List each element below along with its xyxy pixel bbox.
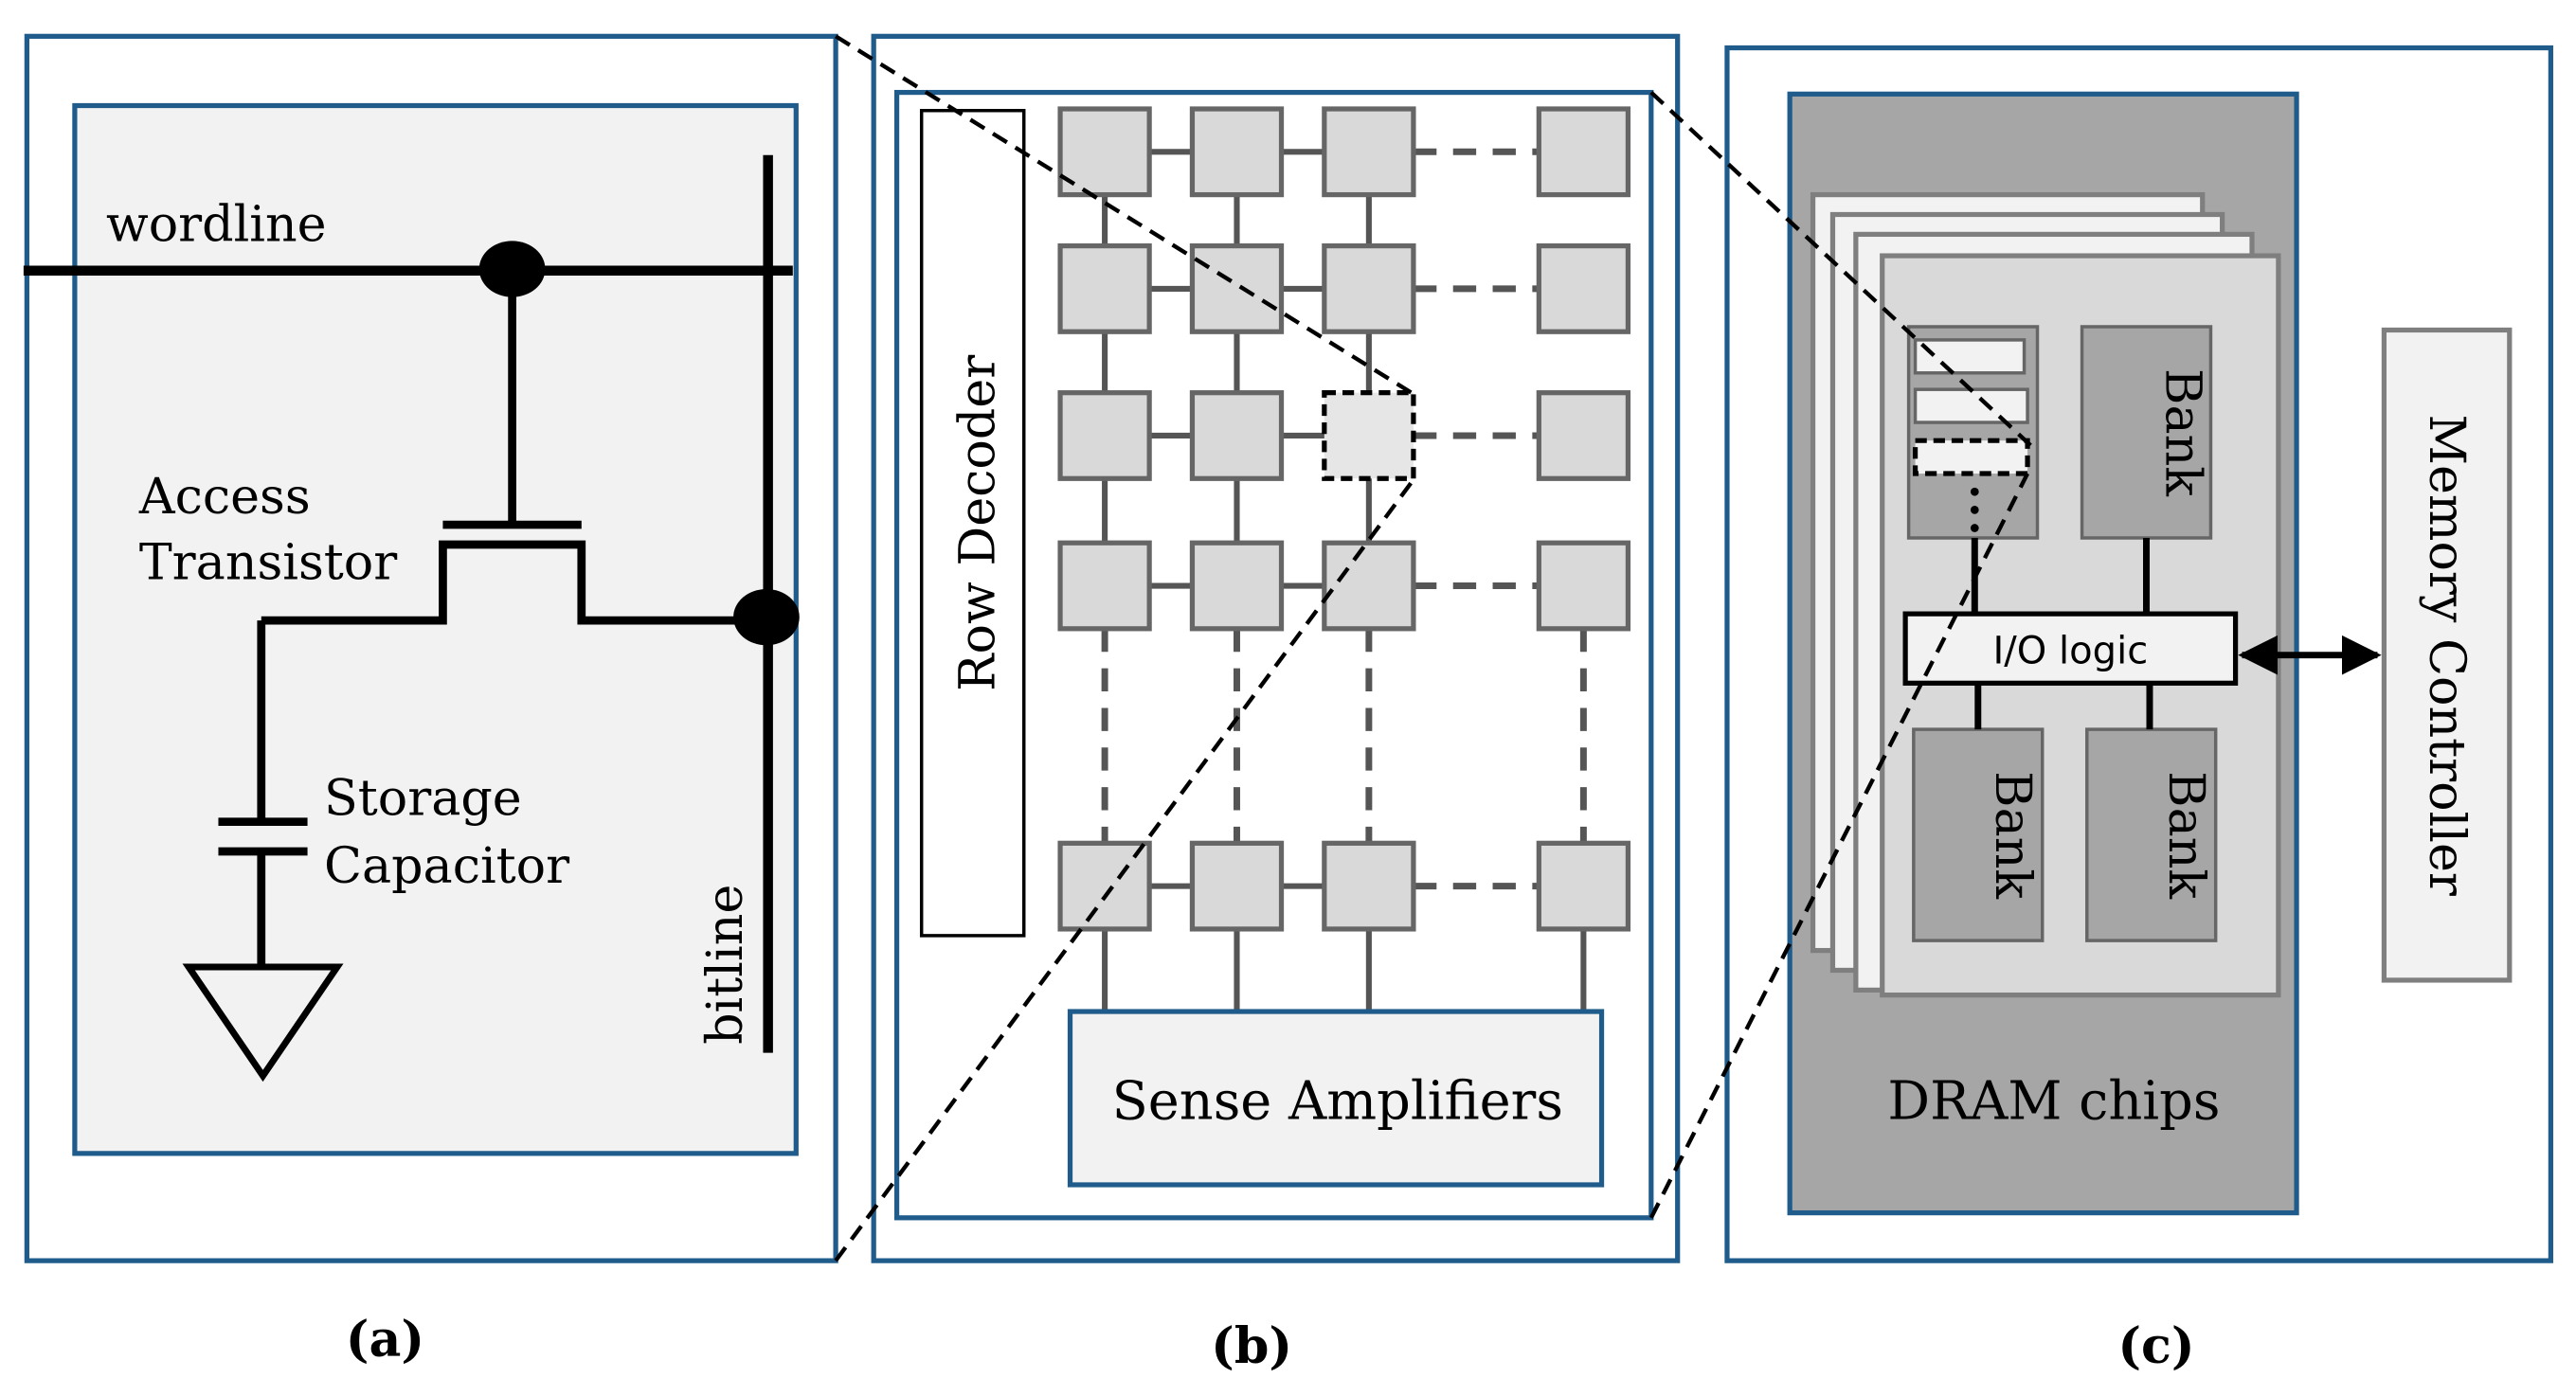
sense-amplifiers [1067,1009,1605,1188]
memory-controller [2381,327,2513,983]
dram-cell [1189,840,1285,932]
dram-cell [1057,106,1152,198]
subarray-2 [1913,387,2029,424]
ellipsis-dot [1970,506,1979,514]
capacitor-label-line1: Storage [324,770,522,828]
row-decoder-label: Row Decoder [948,355,1006,691]
ground-icon [182,963,344,1083]
sense-amplifiers-label: Sense Amplifiers [1112,1070,1563,1132]
dram-chips-label: DRAM chips [1887,1070,2220,1132]
zoom-lines [834,34,2033,1262]
transistor-icon [261,270,766,625]
wordline-junction [478,241,546,297]
panel-c: Bank Bank Bank I/O logic Memory Controll… [1724,45,2553,1375]
panel-a-caption: (a) [346,1311,424,1369]
bank-label: Bank [2153,368,2211,497]
dram-cell [1057,242,1152,334]
dram-cell [1536,840,1631,932]
transistor-label-line2: Transistor [139,534,397,592]
panel-a: wordline bitline Access Transistor Stora… [23,33,838,1369]
zoom-line [1648,473,2030,1219]
dram-cell [1322,106,1416,198]
io-logic-block [1902,611,2239,686]
dram-cell [1322,840,1416,932]
memory-controller-label: Memory Controller [2418,415,2476,896]
ellipsis-dot [1970,487,1979,496]
dram-cell [1189,106,1285,198]
zoom-line [1649,90,2033,448]
zoom-line [834,474,1419,1262]
bank-label: Bank [2157,771,2215,900]
transistor-label-line1: Access [138,468,311,526]
panel-c-caption: (c) [2117,1317,2194,1375]
row-decoder [919,108,1026,938]
dram-cell-highlighted [1322,390,1416,481]
capacitor-icon [218,620,308,967]
dram-cell [1536,242,1631,334]
zoom-line [834,34,1418,399]
dram-cell [1536,390,1631,481]
cell-array [1057,106,1631,1012]
panel-b: Row Decoder Sense Amplifiers (b) [871,33,1681,1375]
dram-cell [1322,242,1416,334]
bank-label: Bank [1984,771,2042,900]
dram-cell [1536,106,1631,198]
dram-cell [1057,540,1152,632]
capacitor-label-line2: Capacitor [324,837,569,895]
bitline-label: bitline [696,885,754,1045]
io-logic-label: I/O logic [1992,629,2148,672]
cell-circuit-area [72,102,799,1156]
bank-bottom-left [1912,727,2045,942]
dram-cell [1322,540,1416,632]
wordline-label: wordline [106,195,327,253]
subarray-highlight [1912,438,2030,476]
panel-b-caption: (b) [1211,1317,1292,1375]
subarray-1 [1913,338,2027,375]
dram-cell [1057,390,1152,481]
dram-cell [1189,540,1285,632]
dram-cell [1536,540,1631,632]
dram-cell [1189,242,1285,334]
ellipsis-dot [1970,524,1979,532]
dram-cell [1189,390,1285,481]
